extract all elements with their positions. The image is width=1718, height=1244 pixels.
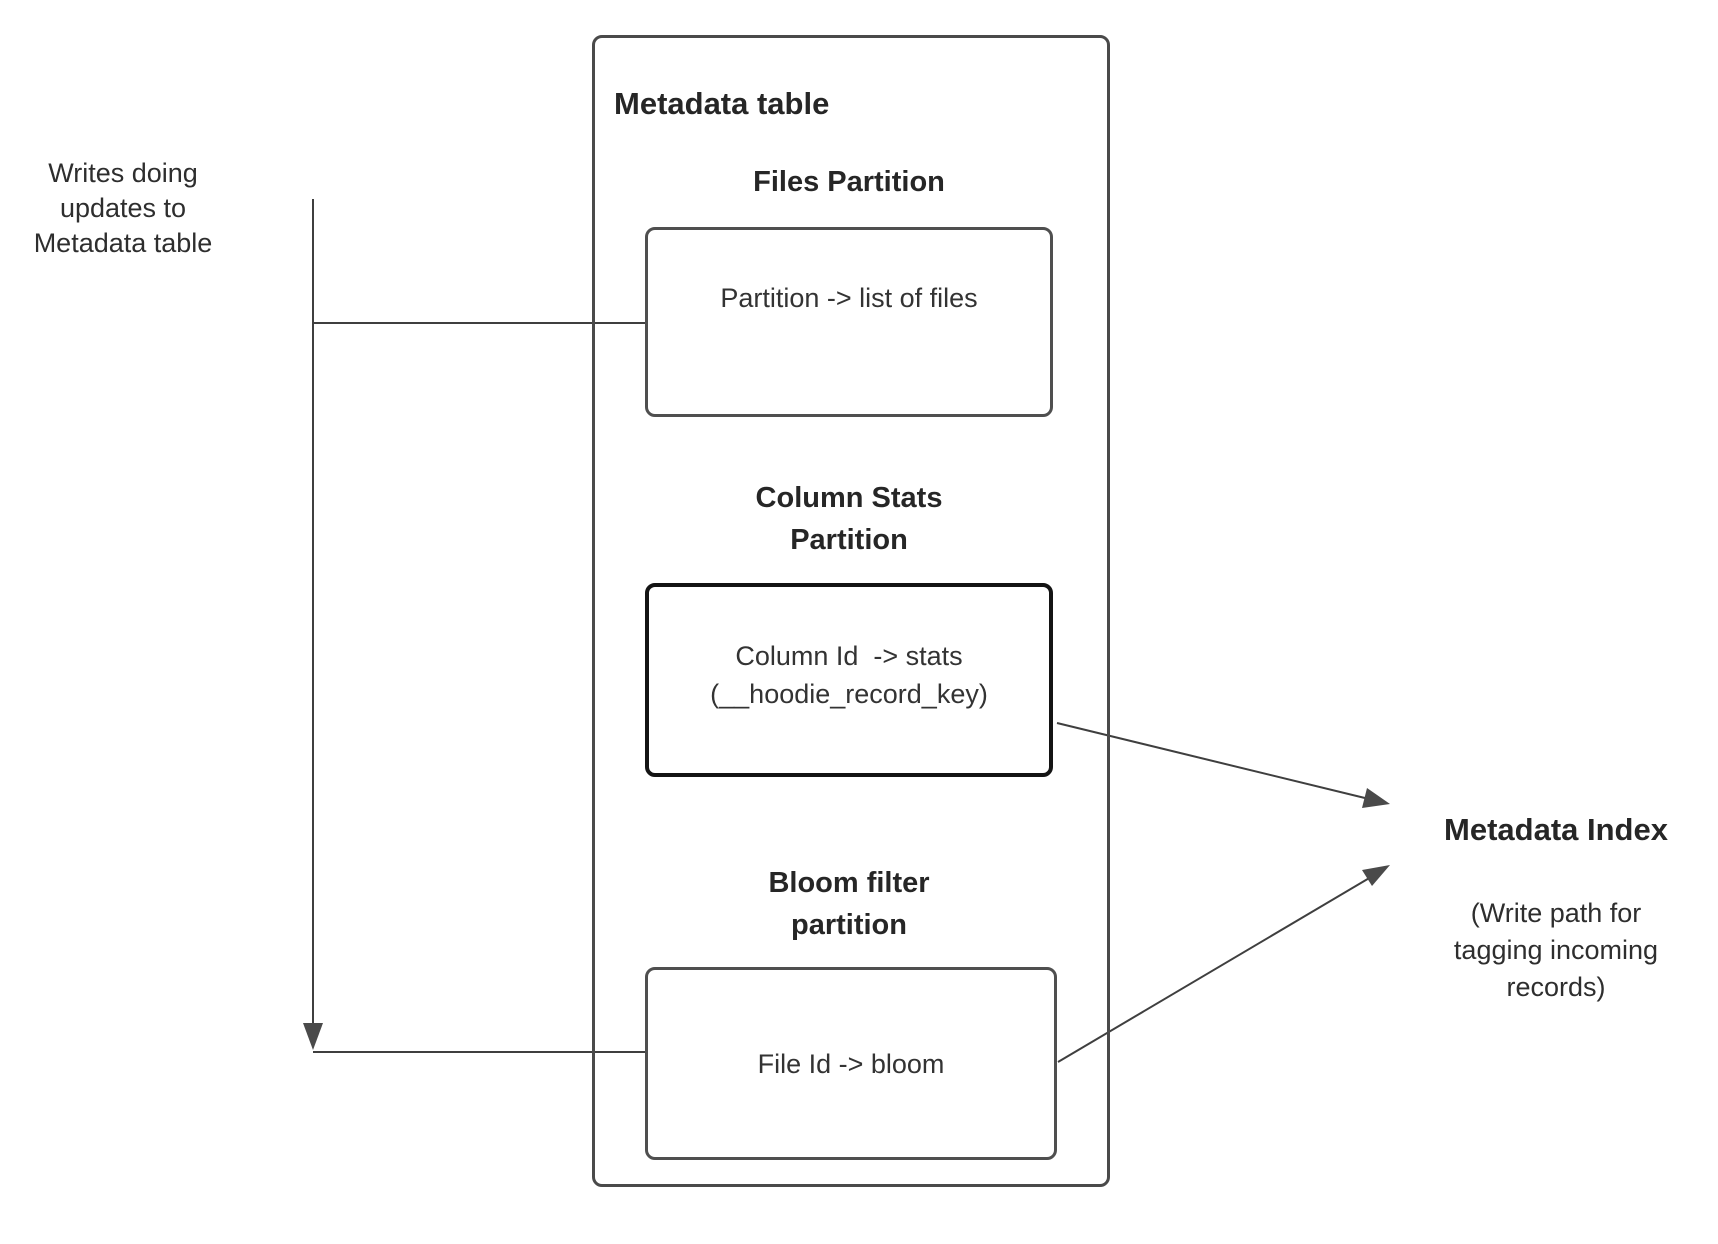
writes-down-arrowhead bbox=[303, 1023, 323, 1050]
metadata-index-subtitle: (Write path for tagging incoming records… bbox=[1453, 898, 1659, 1002]
files-partition-label: Partition -> list of files bbox=[720, 283, 978, 313]
metadata-index-title: Metadata Index bbox=[1444, 812, 1668, 847]
colstats-to-index-arrowhead bbox=[1362, 788, 1390, 808]
files-partition-heading: Files Partition bbox=[753, 166, 945, 198]
bloom-filter-partition-heading: Bloom filter partition bbox=[768, 867, 930, 941]
bloom-filter-partition-label: File Id -> bloom bbox=[757, 1048, 945, 1079]
column-stats-partition-box: Column Id -> stats (__hoodie_record_key) bbox=[645, 583, 1053, 777]
column-stats-partition-label: Column Id -> stats (__hoodie_record_key) bbox=[710, 641, 988, 709]
column-stats-partition-heading: Column Stats Partition bbox=[755, 482, 943, 556]
bloom-to-index-arrowhead bbox=[1362, 865, 1390, 886]
files-partition-box: Partition -> list of files bbox=[645, 227, 1053, 417]
metadata-table-box bbox=[592, 35, 1110, 1187]
writes-note: Writes doing updates to Metadata table bbox=[33, 158, 213, 258]
bloom-filter-partition-box: File Id -> bloom bbox=[645, 967, 1057, 1160]
metadata-table-title: Metadata table bbox=[614, 86, 830, 121]
